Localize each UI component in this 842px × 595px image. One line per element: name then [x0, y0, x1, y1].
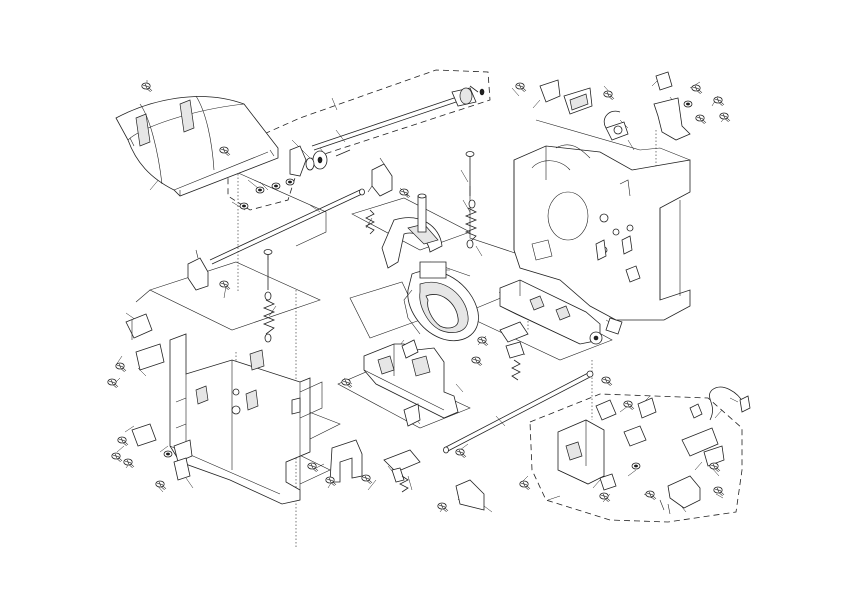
center-top-bracket — [368, 158, 411, 199]
sensor-actuator-group — [519, 387, 750, 514]
drive-rod-lower — [444, 371, 613, 459]
tall-screw-and-spring-right — [466, 152, 476, 249]
sensor-group-dashed-boundary — [530, 394, 742, 522]
shaft-group-dashed-boundary — [228, 70, 490, 210]
guide-screw-top — [141, 82, 153, 93]
lower-left-frame — [170, 334, 322, 504]
drive-rod-upper — [210, 189, 365, 264]
bottom-center-parts — [307, 440, 484, 513]
top-right-small-parts — [515, 72, 731, 140]
top-shaft-assembly — [239, 86, 484, 210]
cam-lever — [382, 194, 442, 268]
center-latch-assembly — [341, 340, 483, 426]
sector-gear-plate — [404, 262, 478, 341]
left-small-brackets — [107, 314, 192, 491]
small-spring — [366, 210, 374, 234]
paper-guide-plate — [116, 82, 278, 196]
rod-clamp-left — [188, 250, 231, 290]
right-side-frame — [514, 145, 690, 320]
center-right-rail-bracket — [477, 280, 622, 380]
left-spring-assembly — [264, 250, 274, 343]
